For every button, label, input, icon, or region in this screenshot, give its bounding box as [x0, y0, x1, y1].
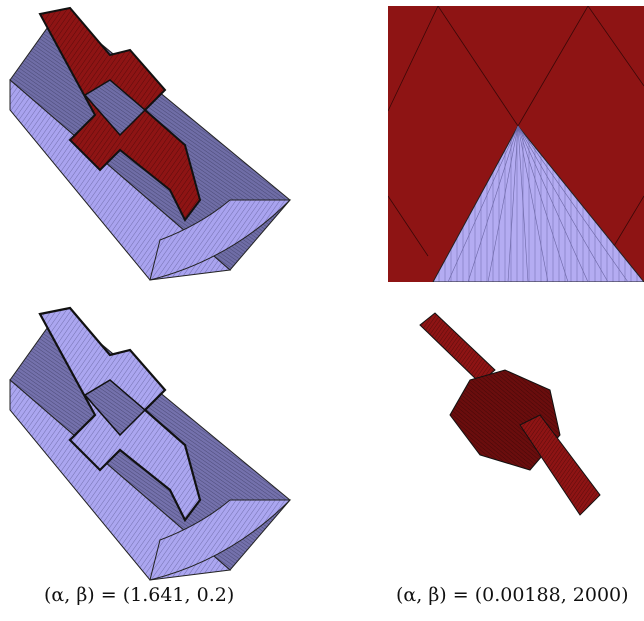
mesh-panel-bottom-right [410, 305, 630, 535]
caption-left: (α, β) = (1.641, 0.2) [44, 584, 235, 606]
red-inset-hole [83, 79, 147, 137]
insert-upper-arm [419, 312, 496, 384]
mesh-panel-top-left [0, 0, 300, 290]
mesh-panel-top-right [388, 6, 644, 282]
mesh-panel-bottom-left [0, 300, 300, 590]
cavity-hole [83, 379, 147, 437]
mesh-render-top-right [388, 6, 644, 282]
red-mesh-lines [388, 6, 644, 257]
insert-lower-arm [519, 414, 601, 516]
block-end-face [149, 499, 292, 581]
blue-tip [432, 125, 644, 282]
mesh-render-bottom-right [419, 312, 601, 516]
fan-lines [447, 125, 629, 282]
block-end-face [149, 199, 292, 281]
mesh-render-bottom-left [9, 306, 292, 581]
caption-right: (α, β) = (0.00188, 2000) [396, 584, 629, 606]
mesh-render-top-left [9, 6, 292, 281]
